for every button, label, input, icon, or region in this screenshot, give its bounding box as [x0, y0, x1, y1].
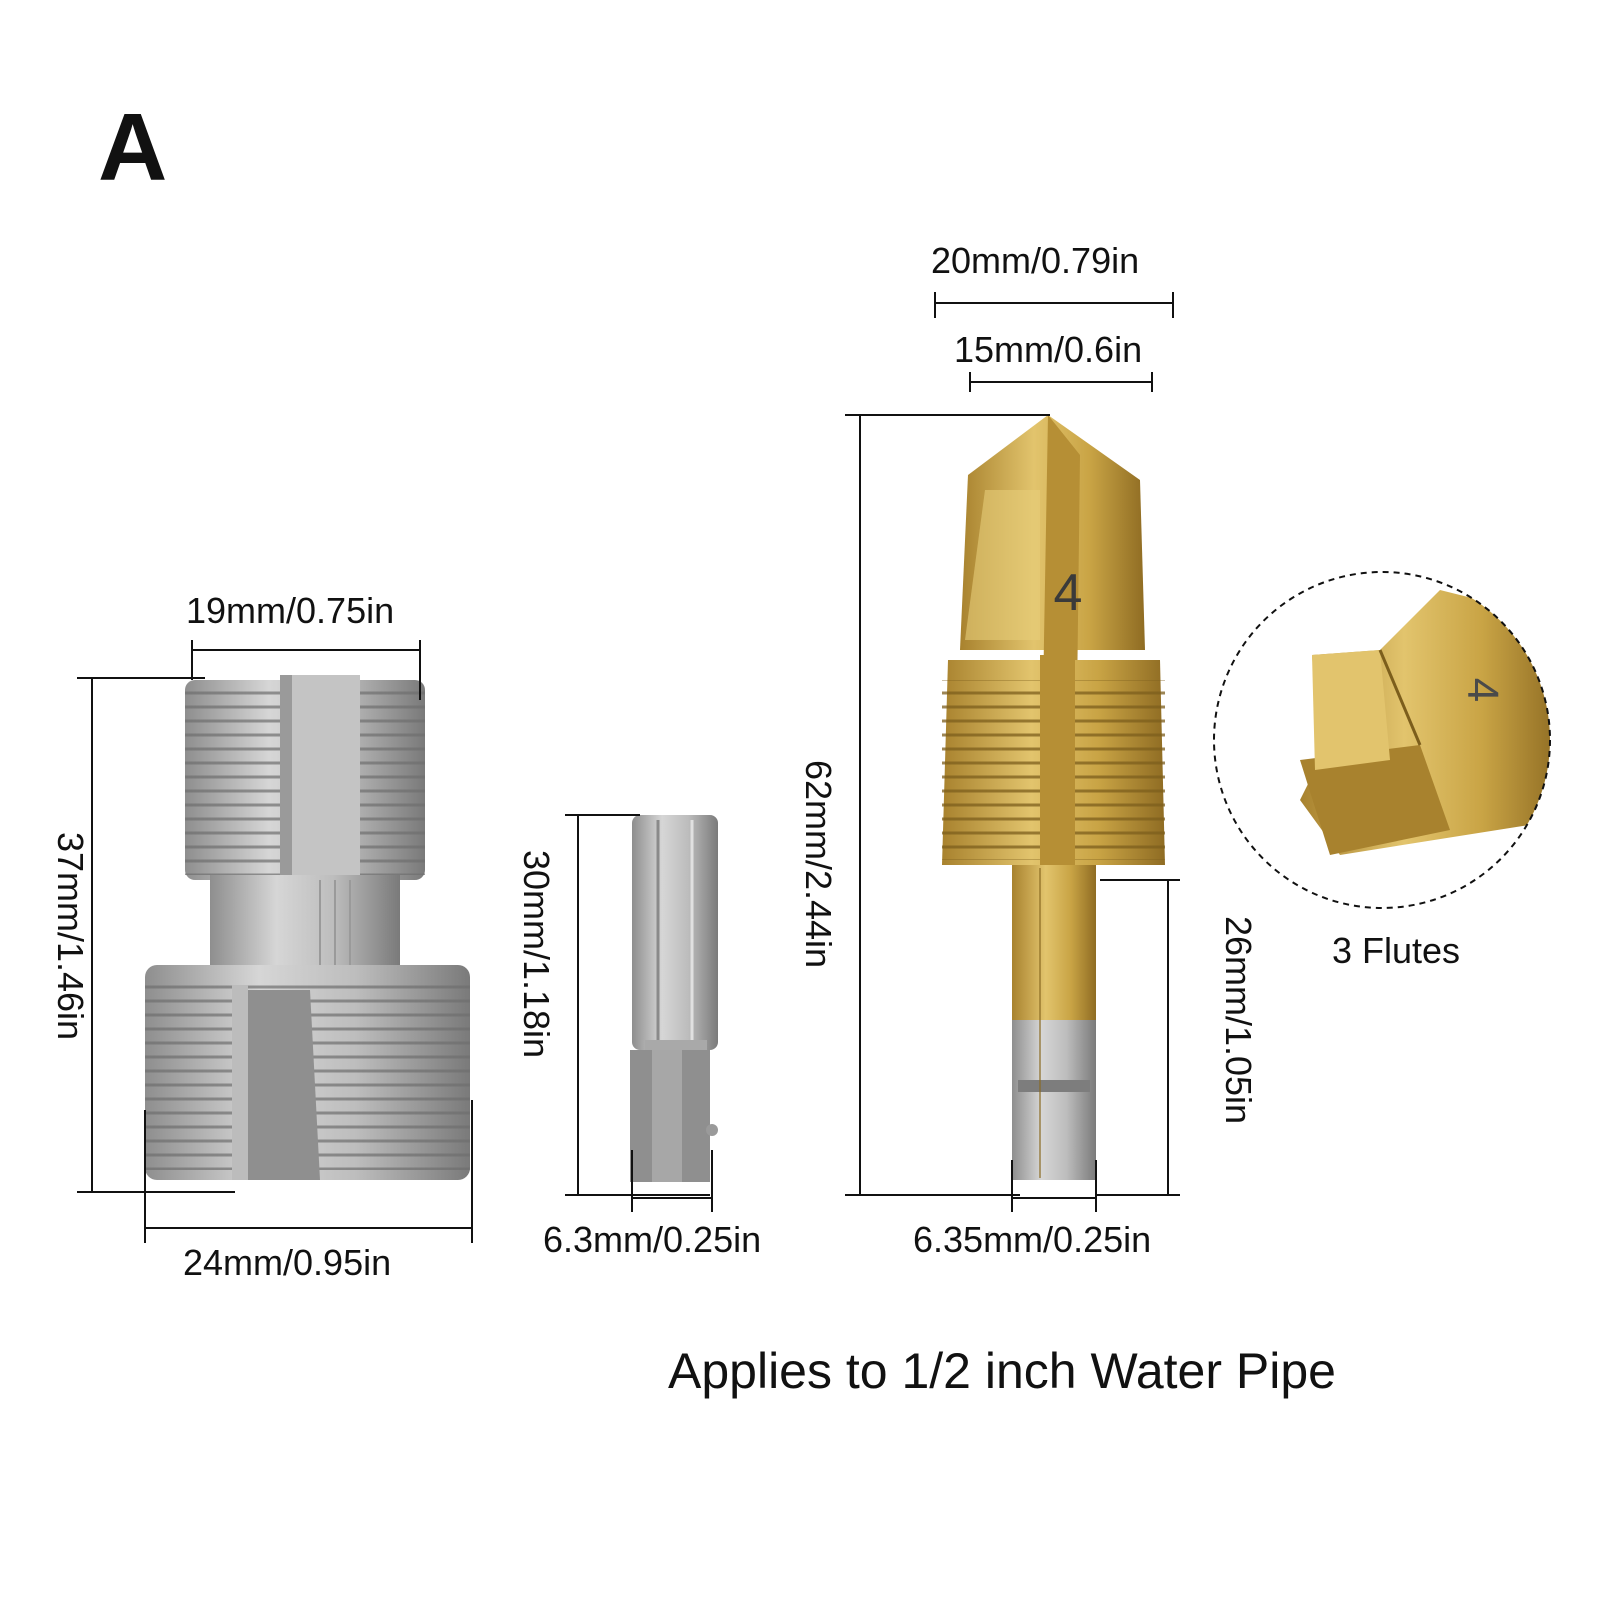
tap-top-width-label: 19mm/0.75in [186, 590, 395, 631]
dimension-lines [77, 292, 1180, 1243]
step-drill-bit-icon [942, 415, 1165, 1180]
shank-length-label: 26mm/1.05in [1218, 915, 1259, 1125]
flute-detail-magnifier-icon [1213, 571, 1551, 909]
adapter-width-label: 6.3mm/0.25in [543, 1219, 762, 1260]
pipe-thread-tap-icon [145, 675, 470, 1180]
tap-height-label: 37mm/1.46in [50, 831, 91, 1041]
adapter-length-label: 30mm/1.18in [516, 849, 557, 1059]
footer-caption: Applies to 1/2 inch Water Pipe [668, 1343, 1336, 1399]
detail-marking: 4 [1458, 678, 1507, 702]
tap-bottom-width-label: 24mm/0.95in [183, 1242, 392, 1283]
variant-label: A [98, 94, 168, 201]
hex-shank-adapter-icon [630, 815, 718, 1182]
drill-inner-width-label: 15mm/0.6in [954, 329, 1143, 370]
drill-total-length-label: 62mm/2.44in [798, 759, 839, 969]
step-drill-marking: 4 [1054, 564, 1083, 622]
detail-caption: 3 Flutes [1332, 930, 1461, 971]
drill-outer-width-label: 20mm/0.79in [931, 240, 1140, 281]
shank-width-label: 6.35mm/0.25in [913, 1219, 1152, 1260]
